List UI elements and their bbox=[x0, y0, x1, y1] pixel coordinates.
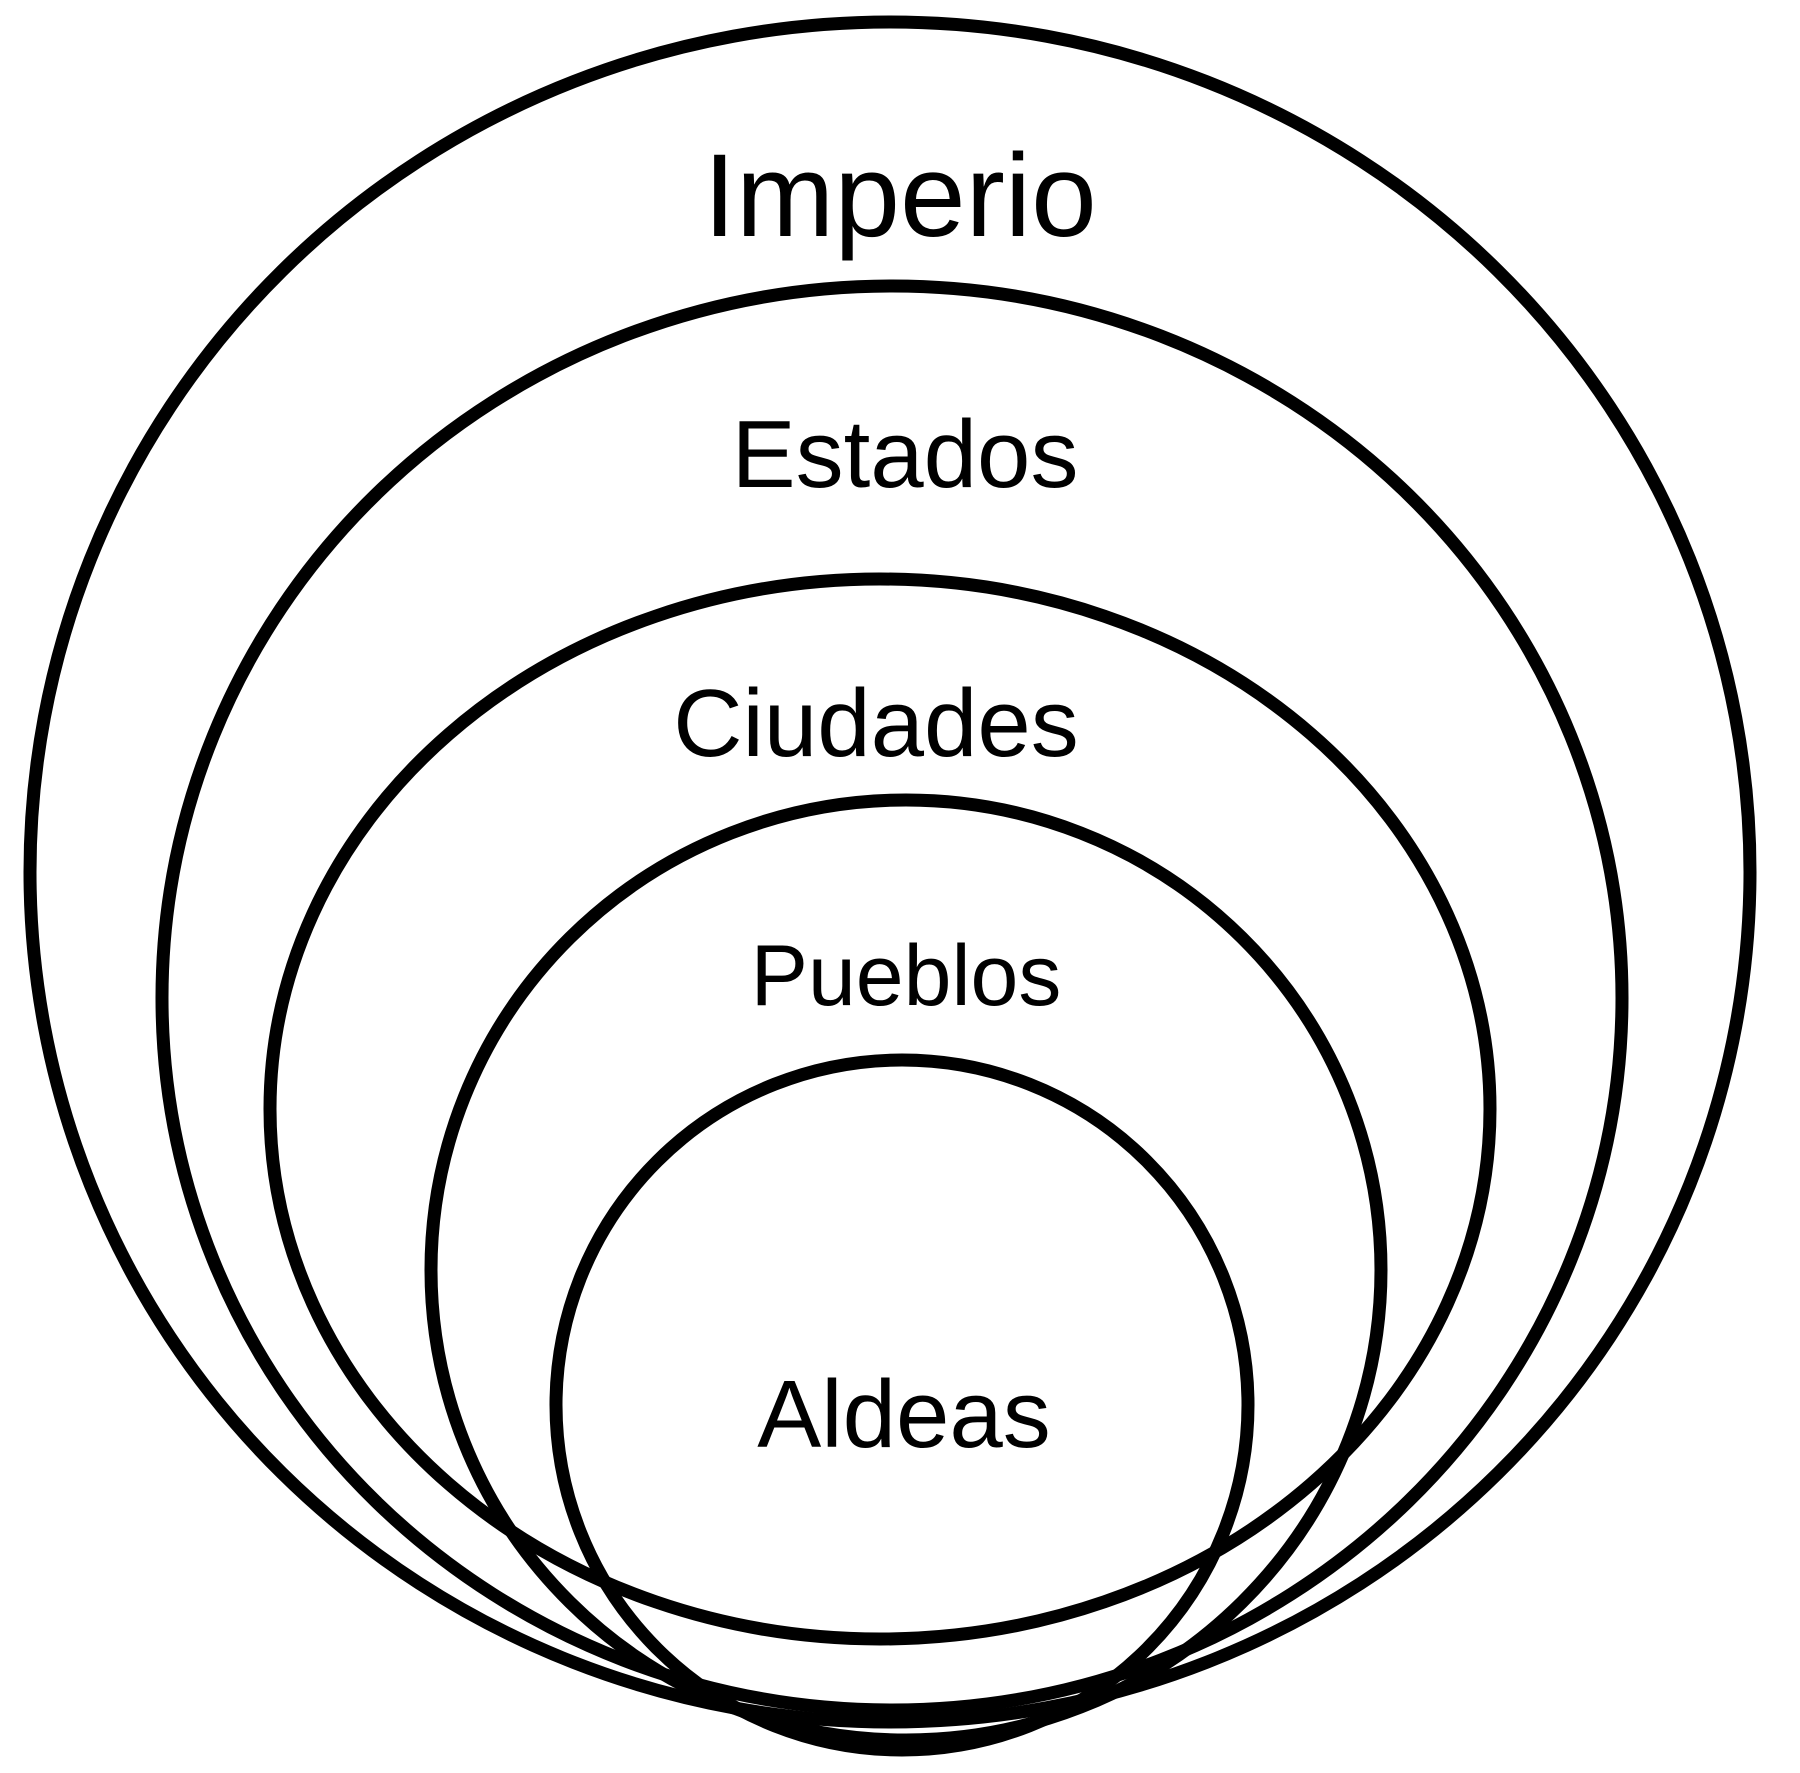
label-aldeas: Aldeas bbox=[757, 1361, 1051, 1468]
label-pueblos: Pueblos bbox=[751, 928, 1062, 1024]
label-estados: Estados bbox=[732, 401, 1079, 508]
ring-aldeas bbox=[549, 1053, 1255, 1757]
label-ciudades: Ciudades bbox=[673, 670, 1079, 777]
ring-estados bbox=[155, 279, 1629, 1717]
ring-pueblos bbox=[424, 793, 1388, 1747]
label-imperio: Imperio bbox=[703, 130, 1096, 262]
ring-ciudades bbox=[263, 572, 1497, 1646]
ring-imperio bbox=[23, 15, 1757, 1729]
